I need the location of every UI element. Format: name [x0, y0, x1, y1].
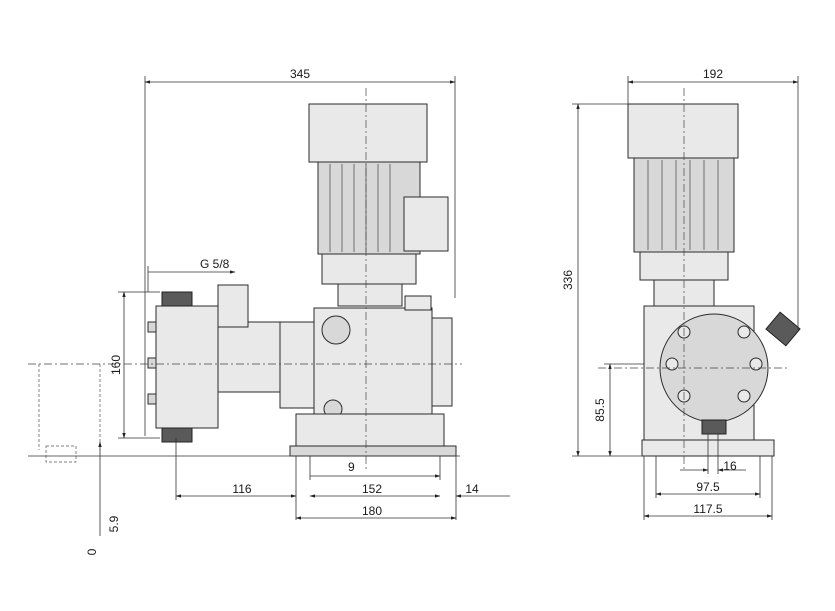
side-outlet [765, 311, 801, 347]
dim-180: 180 [362, 504, 382, 518]
gearbox-cap [431, 317, 453, 407]
side-inlet [701, 419, 727, 435]
dim-16: 16 [723, 459, 737, 473]
side-motor-top [627, 103, 739, 159]
dim-9: 9 [348, 460, 355, 474]
front-view: 345 G 5/8 160 9 116 152 14 180 5.9 0 [28, 67, 510, 555]
side-head-bolts [665, 325, 763, 403]
terminal-box [403, 196, 449, 252]
gear-neck [337, 283, 403, 307]
motor-top [308, 103, 428, 163]
inlet-valve [161, 427, 193, 443]
upper-stub [217, 284, 249, 328]
dim-14: 14 [465, 482, 479, 496]
dim-85-5: 85.5 [593, 398, 607, 422]
base-foot [289, 445, 457, 457]
dim-117-5: 117.5 [693, 502, 722, 516]
stroke-knob [321, 315, 351, 345]
motor-flange [321, 253, 417, 285]
pump-head [155, 305, 219, 429]
outlet-valve [161, 291, 193, 307]
connector [213, 321, 281, 393]
motor-body [317, 161, 421, 255]
head-bolts [147, 321, 157, 405]
dim-345: 345 [290, 67, 310, 81]
dim-97-5: 97.5 [696, 480, 720, 494]
dim-0: 0 [85, 548, 99, 555]
dim-152: 152 [362, 482, 382, 496]
dim-192: 192 [703, 67, 723, 81]
dim-160: 160 [109, 355, 123, 375]
vent-cap [404, 295, 432, 311]
hidden-block [45, 445, 77, 463]
lantern [279, 321, 315, 409]
thread-label: G 5/8 [200, 257, 230, 271]
motor-fins [329, 164, 391, 252]
dim-336: 336 [561, 270, 575, 290]
dim-5-9: 5.9 [107, 515, 121, 532]
dim-116: 116 [232, 482, 251, 496]
side-view: 192 336 85.5 16 97.5 117.5 [561, 67, 801, 520]
